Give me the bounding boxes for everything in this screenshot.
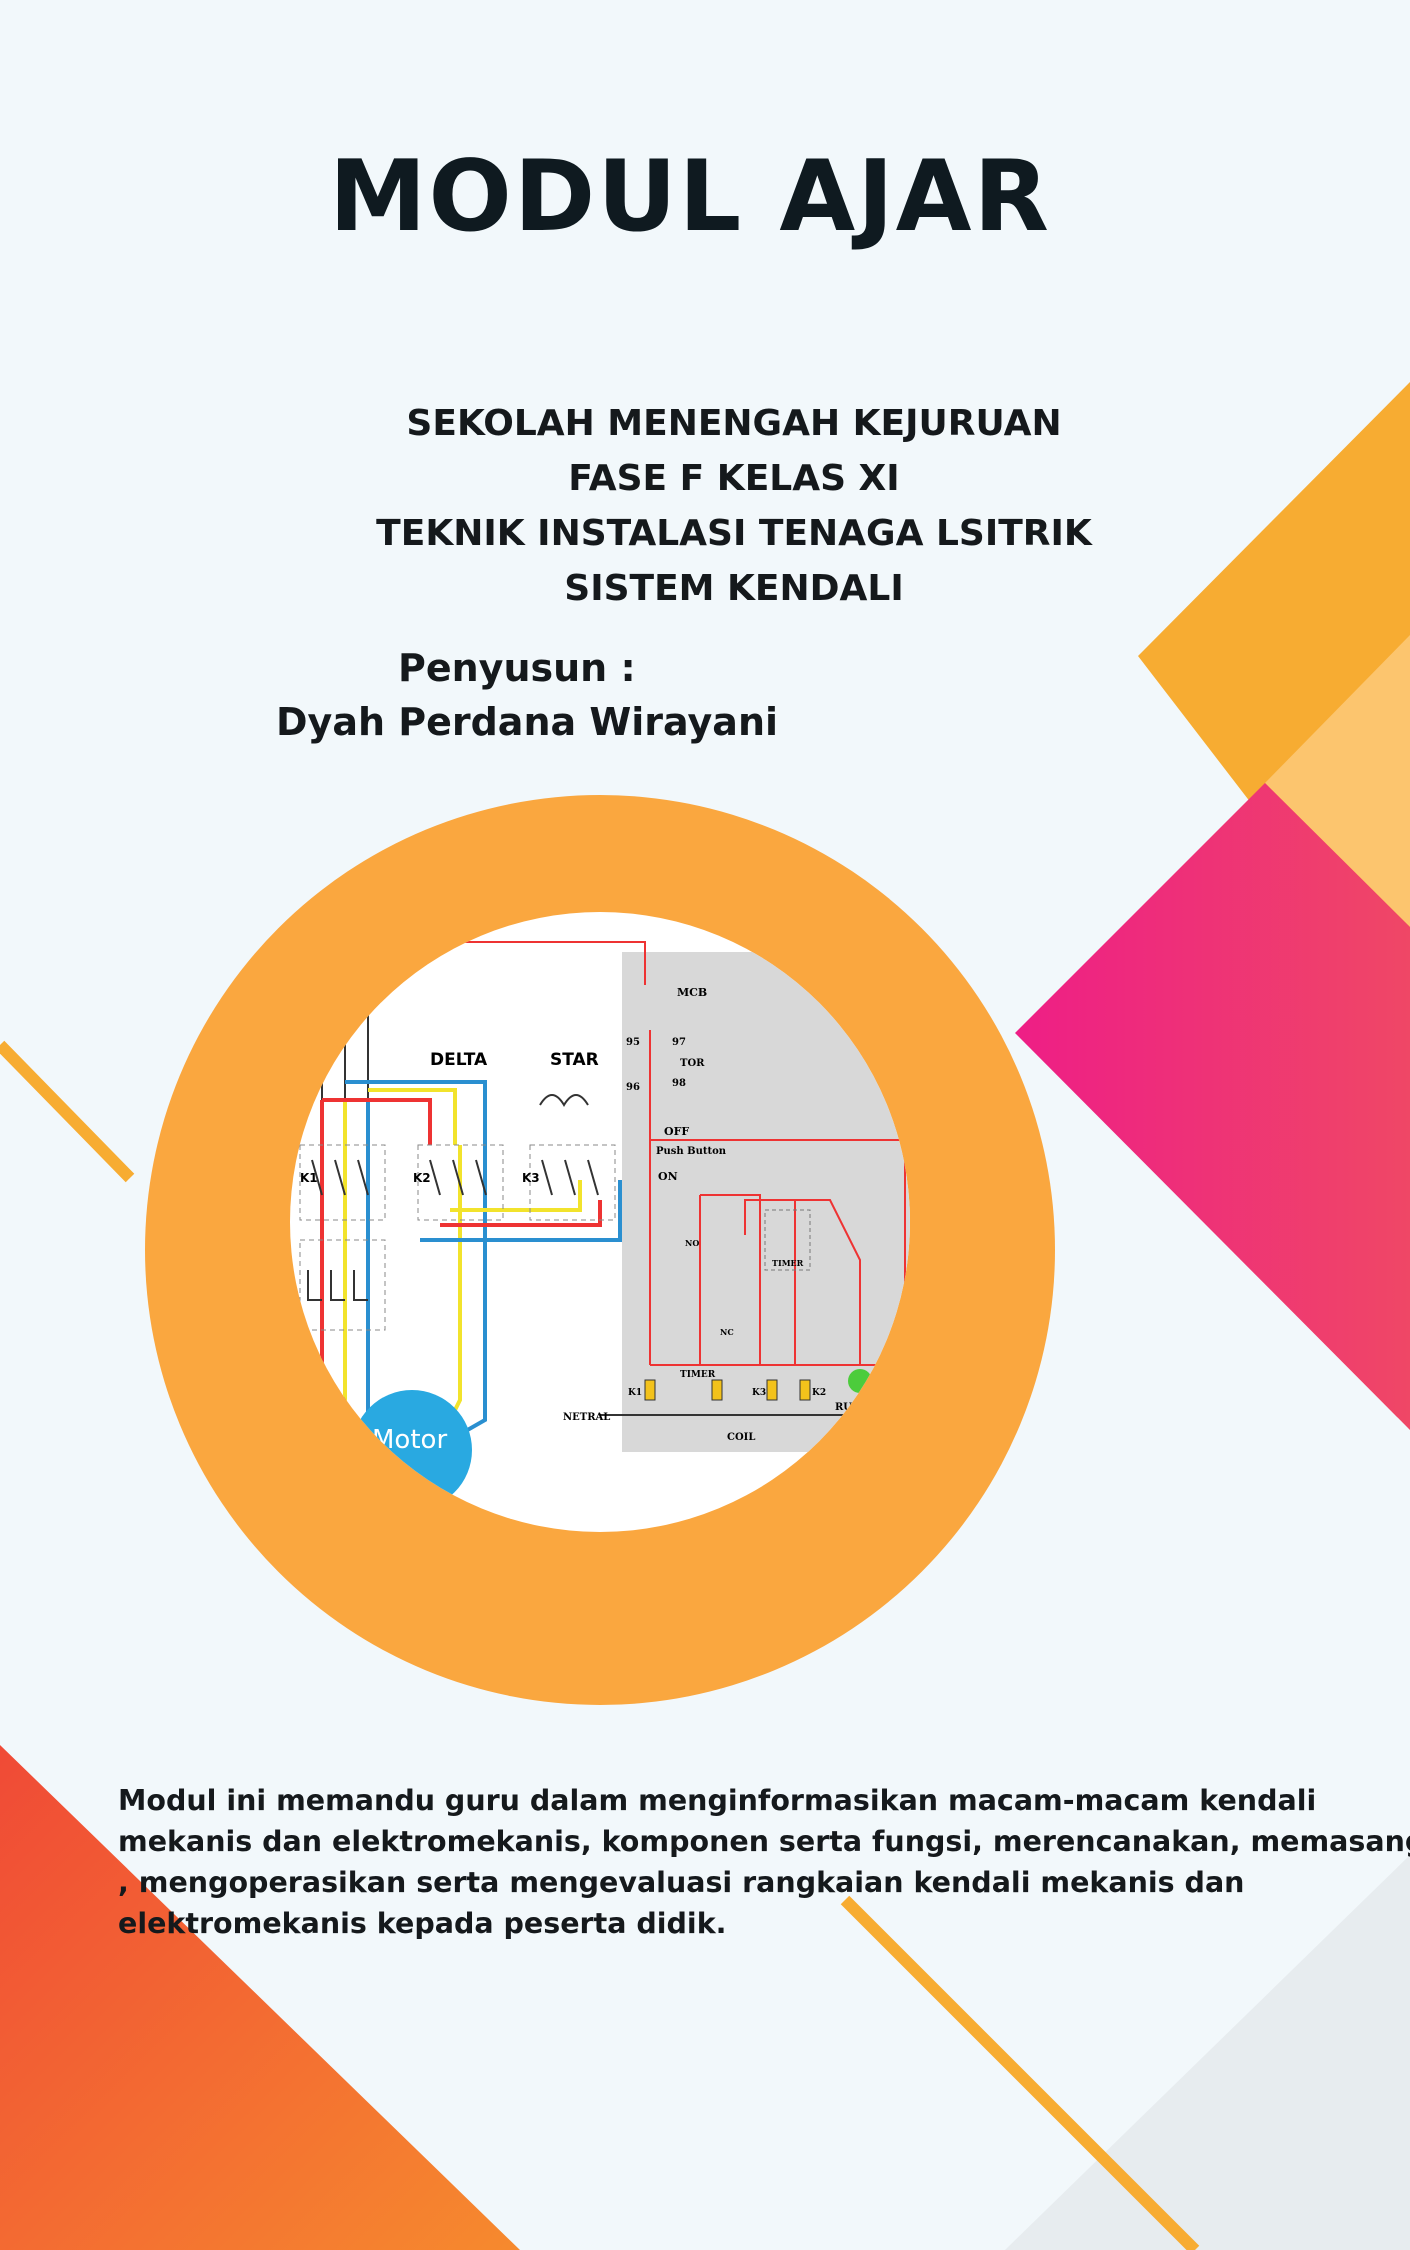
contactor-label: K3 (522, 1171, 540, 1185)
subtitle-line: SISTEM KENDALI (564, 568, 904, 609)
light-gray-triangle (1005, 1855, 1410, 2250)
run-lamp-label: RUN (835, 1402, 861, 1413)
contactor-k3-box (529, 1144, 616, 1221)
coil-k3 (766, 1379, 778, 1401)
power-side-label: 97 (672, 1037, 686, 1048)
power-side-label: Push Button (656, 1146, 727, 1157)
description-line: mekanis dan elektromekanis, komponen ser… (118, 1825, 1410, 1858)
document-title: MODUL AJAR (329, 140, 1051, 254)
contactor-label: K1 (300, 1171, 318, 1185)
power-side-label: ON (658, 1170, 678, 1183)
star-label: STAR (550, 1050, 599, 1070)
power-side-label: 98 (672, 1078, 686, 1089)
overload-relay-box (299, 1239, 386, 1331)
neutral-label: NETRAL (563, 1412, 610, 1423)
orange-diagonal-stripe-bottom (840, 1895, 1200, 2250)
control-label-no: NO (685, 1238, 699, 1248)
control-label-timer: TIMER (772, 1258, 804, 1268)
subtitle-line: TEKNIK INSTALASI TENAGA LSITRIK (376, 513, 1092, 554)
contactor-label: K2 (413, 1171, 431, 1185)
description-line: , mengoperasikan serta mengevaluasi rang… (118, 1866, 1245, 1899)
power-side-label: 96 (626, 1082, 640, 1093)
description-line: Modul ini memandu guru dalam menginforma… (118, 1784, 1317, 1817)
timer-box (764, 1209, 811, 1271)
contactor-k2-box (417, 1144, 504, 1221)
module-description: Modul ini memandu guru dalam menginforma… (118, 1780, 1410, 1944)
author-name: Dyah Perdana Wirayani (276, 700, 779, 744)
power-side-label: 95 (626, 1037, 640, 1048)
coil-label: K1 (628, 1388, 642, 1398)
coil-timer (711, 1379, 723, 1401)
subtitle-line: SEKOLAH MENENGAH KEJURUAN (406, 403, 1062, 444)
power-side-label: MCB (677, 986, 707, 999)
coil-label: K2 (812, 1388, 826, 1398)
school-info: SEKOLAH MENENGAH KEJURUAN FASE F KELAS X… (336, 396, 1132, 616)
coil-k2 (799, 1379, 811, 1401)
light-orange-diamond (1265, 635, 1410, 927)
power-side-label: OFF (664, 1125, 689, 1138)
coil-bus-label: COIL (727, 1432, 755, 1443)
subtitle-line: FASE F KELAS XI (568, 458, 900, 499)
orange-diagonal-stripe-left (0, 1040, 135, 1183)
control-label-nc: NC (720, 1327, 734, 1337)
contactor-k1-box (299, 1144, 386, 1221)
coil-k1 (644, 1379, 656, 1401)
coil-label: TIMER (680, 1370, 716, 1380)
pink-diamond (1015, 783, 1410, 1430)
power-side-label: TOR (680, 1058, 705, 1069)
author-label: Penyusun : (398, 646, 636, 690)
description-line: elektromekanis kepada peserta didik. (118, 1907, 727, 1940)
coil-label: K3 (752, 1388, 766, 1398)
red-orange-triangle (0, 1745, 520, 2250)
delta-label: DELTA (430, 1050, 488, 1070)
